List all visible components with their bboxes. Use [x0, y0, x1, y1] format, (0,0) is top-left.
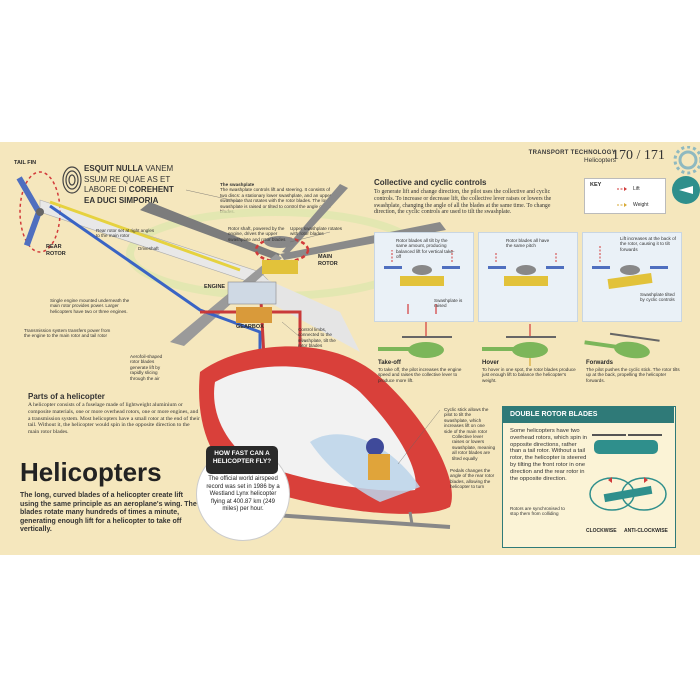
- gear-icon: [672, 146, 700, 204]
- key-arrows: [617, 187, 627, 207]
- swashplate-title: The swashplate: [220, 182, 255, 187]
- double-rotor-box: [502, 406, 676, 548]
- parts-body: A helicopter consists of a fuselage made…: [28, 402, 200, 436]
- chapter-subtitle: Helicopters: [584, 157, 616, 164]
- label-aerofoil: Aerofoil-shaped rotor blades generate li…: [130, 354, 163, 381]
- label-control-limbs: Control limbs, connected to the swashpla…: [298, 327, 336, 349]
- flight-controls-diagram: [378, 246, 668, 366]
- fp-part4: LABORE DI: [84, 185, 127, 194]
- tail-rotor: [16, 171, 61, 253]
- tandem-helicopter: [589, 434, 667, 511]
- book-spread: TRANSPORT TECHNOLOGY Helicopters 170 / 1…: [0, 142, 700, 555]
- key-weight: Weight: [633, 202, 649, 208]
- double-rotor-title: DOUBLE ROTOR BLADES: [502, 406, 674, 423]
- label-tail-fin: TAIL FIN: [14, 160, 37, 166]
- fingerprint-text: ESQUIT NULLA VANEM SSUM RE QUAE AS ET LA…: [84, 164, 194, 206]
- label-rear-rotor: REAR ROTOR: [46, 244, 66, 257]
- forwards-body: The pilot pushes the cyclic stick. The r…: [586, 367, 680, 383]
- page-number-left: 170: [612, 148, 633, 163]
- collective-title: Collective and cyclic controls: [374, 178, 487, 187]
- label-main-rotor: MAIN ROTOR: [318, 254, 338, 267]
- hover-body: To hover in one spot, the rotor blades p…: [482, 367, 576, 383]
- label-gearbox: GEARBOX: [236, 324, 264, 330]
- takeoff-title: Take-off: [378, 360, 401, 366]
- page-number-right: 171: [643, 148, 665, 163]
- label-transmission: Transmission system transfers power from…: [24, 328, 111, 339]
- key-box: KEY Lift Weight: [584, 178, 666, 214]
- parts-title: Parts of a helicopter: [28, 392, 105, 401]
- takeoff-body: To take off, the pilot increases the eng…: [378, 367, 462, 383]
- clockwise-label: CLOCKWISE: [586, 528, 617, 534]
- label-driveshaft: Driveshaft: [138, 246, 159, 251]
- label-engine: ENGINE: [204, 284, 226, 290]
- takeoff-note: Rotor blades all tilt by the same amount…: [396, 238, 455, 260]
- key-title: KEY: [590, 182, 602, 188]
- fp-part2: VANEM: [145, 164, 174, 173]
- label-rotor-shaft: Rotor shaft, powered by the engine, driv…: [228, 226, 286, 242]
- label-cyclic-stick: Cyclic stick allows the pilot to tilt th…: [444, 407, 489, 434]
- page-numbers: 170 / 171: [612, 148, 665, 163]
- fp-part3: SSUM RE QUAE AS ET: [84, 174, 171, 184]
- label-single-engine: Single engine mounted underneath the mai…: [50, 298, 130, 314]
- double-rotor-note: Rotors are synchronised to stop them fro…: [510, 506, 565, 517]
- speed-answer: The official world airspeed record was s…: [206, 476, 280, 513]
- fingerprint-icon: [62, 166, 82, 194]
- fp-part1: ESQUIT NULLA: [84, 164, 144, 173]
- fp-part5: COREHENT: [128, 185, 174, 194]
- page-title: Helicopters: [20, 457, 162, 487]
- hover-title: Hover: [482, 360, 500, 366]
- forwards-note2: Swashplate tilted by cyclic controls: [640, 292, 675, 303]
- intro-body: The long, curved blades of a helicopter …: [20, 492, 197, 534]
- anticlockwise-label: ANTI-CLOCKWISE: [624, 528, 668, 534]
- forwards-title: Forwards: [586, 360, 614, 366]
- double-rotor-body: Some helicopters have two overhead rotor…: [510, 428, 588, 482]
- chapter-category: TRANSPORT TECHNOLOGY: [528, 150, 616, 156]
- key-lift: Lift: [633, 186, 640, 192]
- takeoff-note2: Swashplate is raised: [434, 298, 463, 309]
- forwards-note: Lift increases at the back of the rotor,…: [620, 236, 676, 252]
- collective-body: To generate lift and change direction, t…: [374, 189, 552, 216]
- fp-part6: EA DUCI SIMPORIA: [84, 195, 159, 205]
- label-collective-lever: Collective lever raises or lowers swashp…: [452, 434, 496, 461]
- panel-forwards: [582, 232, 682, 322]
- label-rear-rotor-set: Rear rotor set at right angles to the ma…: [96, 228, 155, 239]
- label-upper-swashplate: Upper swashplate rotates with rotor blad…: [290, 226, 343, 237]
- hover-note: Rotor blades all have the same pitch: [506, 238, 550, 249]
- label-pedals: Pedals changes the angle of the rear rot…: [450, 468, 495, 490]
- speed-question: HOW FAST CAN A HELICOPTER FLY?: [206, 446, 278, 474]
